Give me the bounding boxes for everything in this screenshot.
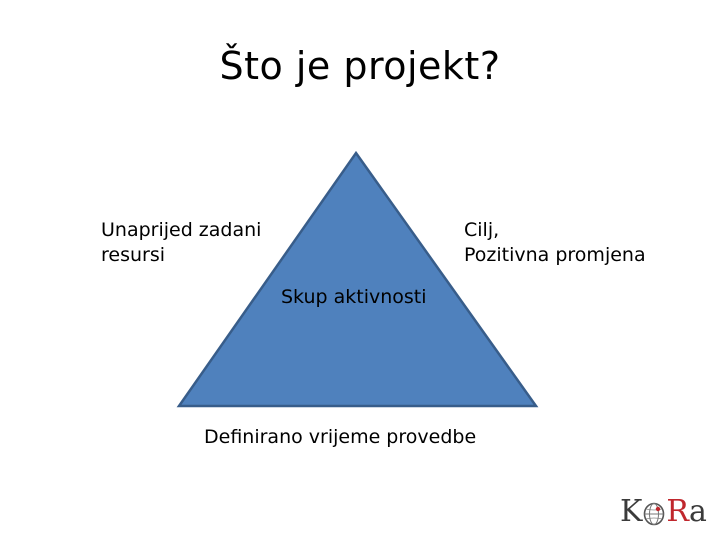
- goal-label-line2: Pozitivna promjena: [464, 244, 646, 266]
- timeframe-label: Definirano vrijeme provedbe: [204, 426, 477, 448]
- logo-letter-k: K: [620, 494, 643, 529]
- kora-logo: K R a: [620, 490, 710, 530]
- goal-label: Cilj, Pozitivna promjena: [464, 218, 646, 268]
- resources-label: Unaprijed zadani resursi: [101, 218, 261, 268]
- globe-icon: [644, 502, 665, 526]
- project-triangle: [176, 150, 539, 408]
- activities-label: Skup aktivnosti: [281, 286, 427, 308]
- resources-label-line1: Unaprijed zadani: [101, 219, 262, 241]
- goal-label-line1: Cilj,: [464, 219, 500, 241]
- slide-title: Što je projekt?: [219, 44, 501, 88]
- resources-label-line2: resursi: [101, 244, 166, 266]
- logo-letter-r: R: [666, 494, 690, 529]
- logo-letter-a: a: [689, 494, 707, 529]
